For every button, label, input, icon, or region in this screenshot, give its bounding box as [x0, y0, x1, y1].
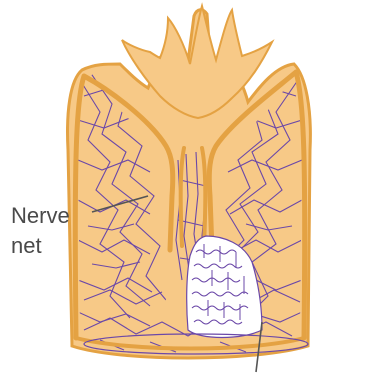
nerve-net-label-line2: net: [11, 233, 42, 259]
nerve-net-label-line1: Nerve: [11, 203, 70, 229]
